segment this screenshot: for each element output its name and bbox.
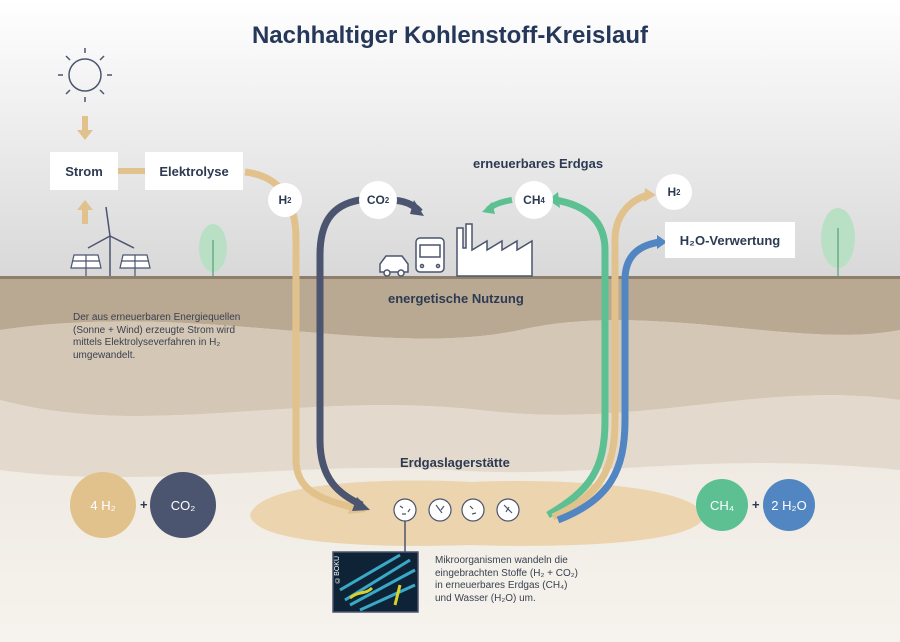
strom-elektrolyse-connector	[118, 168, 146, 174]
erneuerbares-erdgas-label: erneuerbares Erdgas	[473, 156, 604, 171]
tree-icon	[199, 224, 227, 277]
energetische-nutzung-label: energetische Nutzung	[388, 291, 524, 306]
ch4-extraction-arrow	[546, 196, 609, 519]
strom-box: Strom	[50, 152, 118, 190]
erdgaslagerstaette-label: Erdgaslagerstätte	[400, 455, 510, 470]
wind-turbine-icon	[87, 206, 135, 276]
microorganism-icon	[393, 498, 520, 522]
solar-panel-icon	[70, 254, 151, 276]
plus-sign: +	[752, 497, 760, 512]
tree-icon	[821, 208, 855, 277]
microorganism-note: Mikroorganismen wandeln die eingebrachte…	[435, 555, 578, 604]
car-icon	[379, 255, 409, 277]
sun-icon	[58, 48, 112, 102]
h2o-product-circle: 2 H₂O	[763, 479, 815, 531]
soil-layer-middle	[0, 320, 900, 417]
h2-extraction-arrow	[551, 191, 650, 521]
arrow-sun-to-strom	[77, 116, 93, 140]
page-title: Nachhaltiger Kohlenstoff-Kreislauf	[251, 22, 649, 49]
co2-reactant-circle: CO₂	[150, 472, 216, 538]
soil-layer-lower	[0, 395, 900, 478]
photo-credit: ©BOKU	[334, 556, 341, 583]
water-extraction-arrow	[556, 238, 661, 524]
h2-reactant-circle: 4 H₂	[70, 472, 136, 538]
bus-icon	[415, 237, 445, 273]
soil-layer-top	[0, 278, 900, 339]
microscope-photo	[332, 551, 419, 613]
arrow-wind-to-strom	[77, 200, 93, 224]
h2o-verwertung-box: H₂O-Verwertung	[665, 222, 795, 258]
co2-injection-arrow	[316, 196, 364, 509]
ch4-product-circle: CH₄	[696, 479, 748, 531]
electrolysis-note: Der aus erneuerbaren Energiequellen (Son…	[73, 312, 241, 361]
plus-sign: +	[140, 497, 148, 512]
elektrolyse-box: Elektrolyse	[145, 152, 243, 190]
h2-injection-arrow	[244, 168, 357, 512]
factory-icon	[456, 223, 533, 277]
